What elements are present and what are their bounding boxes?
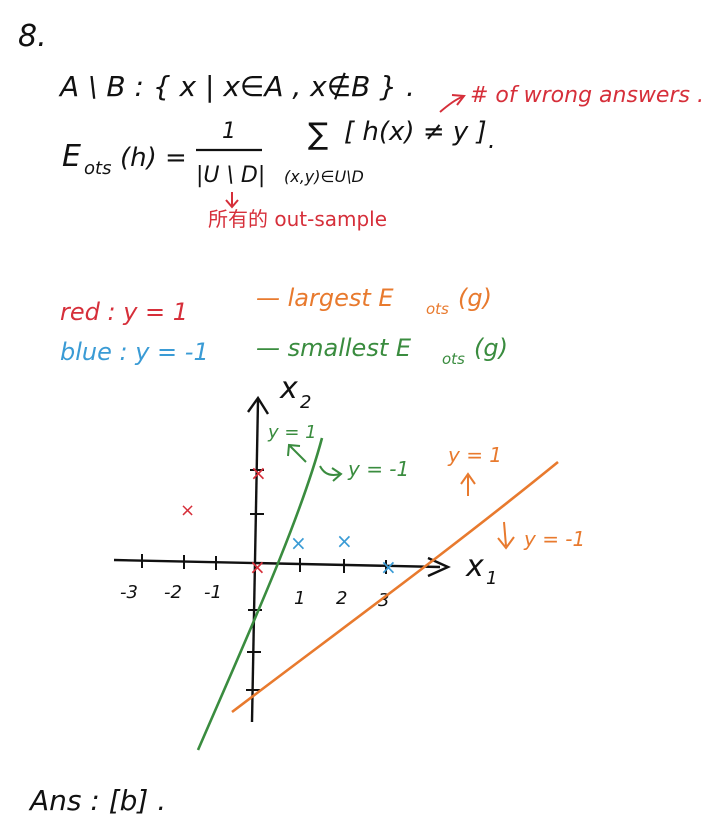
x-tick-label: -2 xyxy=(164,582,182,603)
orange-separator-line xyxy=(231,460,559,714)
orange-up-label: y = 1 xyxy=(447,443,502,467)
green-up-label: y = 1 xyxy=(267,422,317,443)
x-axis-label: x xyxy=(465,549,484,584)
summation-subscript: (x,y)∈U\D xyxy=(284,167,364,186)
x-tick-label: 3 xyxy=(378,590,389,611)
legend-green-tail: (g) xyxy=(474,334,508,362)
coordinate-axes: -3 -2 -1 1 2 3 x 1 x 2 xyxy=(113,371,497,723)
legend-red-label: red : y = 1 xyxy=(60,298,188,326)
green-down-arrow xyxy=(319,465,343,482)
orange-down-label: y = -1 xyxy=(523,527,585,551)
legend-orange-text: — largest E xyxy=(256,284,394,312)
formula-lhs: E xyxy=(62,139,81,174)
x-tick-label: 2 xyxy=(336,588,347,609)
red-point: × xyxy=(180,500,195,521)
y-axis-arrowhead xyxy=(247,395,270,415)
blue-point: × xyxy=(380,555,397,579)
x-axis-arrowhead xyxy=(427,556,451,578)
wrong-answers-arrowhead xyxy=(451,94,466,106)
x-tick-label: -1 xyxy=(204,582,222,603)
formula-lhs-subscript: ots xyxy=(84,158,111,179)
legend-orange-tail: (g) xyxy=(458,284,492,312)
y-axis-subscript: 2 xyxy=(300,392,311,413)
formula-period: . xyxy=(488,126,496,154)
wrong-answers-arrow xyxy=(439,96,463,113)
x-tick-label: -3 xyxy=(120,582,138,603)
out-sample-arrow xyxy=(225,192,239,209)
set-difference-definition: A \ B : { x | x∈A , x∉B } . xyxy=(58,70,415,103)
x-axis-subscript: 1 xyxy=(486,568,497,589)
y-axis-label: x xyxy=(279,371,298,406)
ots-error-formula: E ots (h) = 1 |U \ D| ∑ (x,y)∈U\D [ h(x)… xyxy=(62,117,496,188)
blue-points: × × × xyxy=(290,529,397,579)
legend-orange-subscript: ots xyxy=(426,300,449,318)
red-points: × × × xyxy=(180,461,267,579)
summand: [ h(x) ≠ y ] xyxy=(344,117,487,147)
out-sample-annotation: 所有的 out-sample xyxy=(208,207,387,231)
fraction-numerator: 1 xyxy=(222,119,236,144)
formula-lhs-arg: (h) = xyxy=(120,143,187,173)
x-tick-label: 1 xyxy=(294,588,305,609)
answer-text: Ans : [b] . xyxy=(28,784,166,817)
wrong-answers-annotation: # of wrong answers . xyxy=(470,83,704,108)
blue-point: × xyxy=(336,529,353,553)
legend-blue-label: blue : y = -1 xyxy=(60,338,209,366)
green-up-arrow xyxy=(287,443,307,463)
blue-point: × xyxy=(290,531,307,555)
legend-green-subscript: ots xyxy=(442,350,465,368)
red-point: × xyxy=(249,555,266,579)
orange-down-arrow xyxy=(497,521,515,550)
fraction-denominator: |U \ D| xyxy=(196,163,265,188)
problem-number: 8. xyxy=(18,19,47,54)
legend-green-text: — smallest E xyxy=(256,334,412,362)
green-down-label: y = -1 xyxy=(347,457,409,481)
green-separator-line xyxy=(196,437,324,751)
orange-up-arrow xyxy=(460,472,476,496)
summation-sign: ∑ xyxy=(308,117,328,152)
red-point: × xyxy=(250,461,267,485)
y-axis-line xyxy=(250,399,260,723)
